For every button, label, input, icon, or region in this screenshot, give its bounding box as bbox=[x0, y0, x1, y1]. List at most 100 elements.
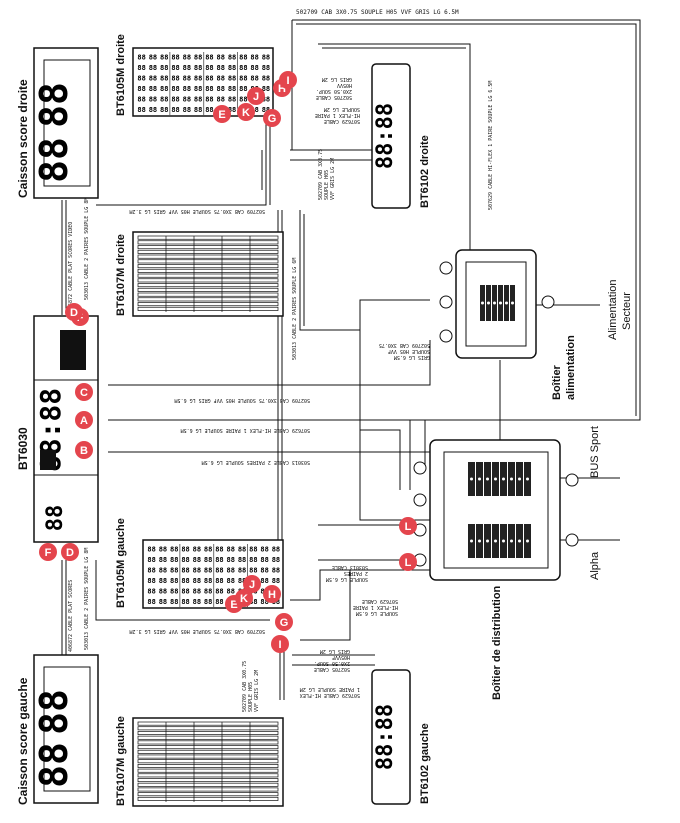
panel-cell: 88 bbox=[171, 64, 179, 72]
bt6102-gauche-label: BT6102 gauche bbox=[419, 723, 431, 804]
distribution-terminal-block bbox=[468, 462, 531, 558]
panel-slat bbox=[137, 235, 279, 240]
cable-droite-3x075: 502709 CAB 3X0.75 SOUPLE H05 VVF GRIS LG… bbox=[130, 208, 265, 214]
cable-hiflex-droite-3: SOUPLE LG 2M bbox=[324, 106, 360, 112]
bt6107m-gauche: BT6107M gauche bbox=[115, 716, 284, 807]
panel-cell: 88 bbox=[137, 106, 145, 114]
panel-cell: 88 bbox=[181, 556, 189, 564]
panel-slat bbox=[137, 297, 279, 302]
panel-cell: 88 bbox=[170, 567, 178, 575]
cable-mini-gauche-2: SOUPLE H05 bbox=[248, 682, 254, 712]
caisson-gauche-digits-2: 88 bbox=[32, 742, 76, 788]
bt6105m-gauche: 8888888888888888888888888888888888888888… bbox=[115, 518, 284, 609]
panel-slat bbox=[137, 302, 279, 307]
cable-soup-gauche-1: GRIS LG 2M bbox=[320, 648, 350, 654]
bt6030-board: 88:88 88 BT6030 bbox=[16, 315, 99, 543]
terminal-screw bbox=[487, 301, 490, 305]
panel-cell: 88 bbox=[249, 567, 257, 575]
panel-cell: 88 bbox=[205, 106, 213, 114]
panel-slat bbox=[137, 745, 279, 750]
bt6105m-droite: 8888888888888888888888888888888888888888… bbox=[115, 34, 274, 117]
cable-paires-gauche: 503013 CABLE 2 PAIRES SOUPLE LG 8M bbox=[84, 548, 90, 650]
bt6102-droite-digits: 88:88 bbox=[373, 103, 398, 169]
panel-slat bbox=[137, 292, 279, 297]
panel-cell: 88 bbox=[147, 577, 155, 585]
panel-cell: 88 bbox=[170, 546, 178, 554]
panel-cell: 88 bbox=[149, 85, 157, 93]
panel-slat bbox=[137, 268, 279, 273]
panel-slat bbox=[137, 264, 279, 269]
panel-cell: 88 bbox=[171, 106, 179, 114]
cable-bt6030-2: 507629 CABLE HI-FLEX 1 PAIRE SOUPLE LG 6… bbox=[181, 427, 310, 433]
panel-cell: 88 bbox=[228, 85, 236, 93]
terminal-screw bbox=[502, 477, 505, 481]
badge-letter: L bbox=[405, 521, 412, 533]
panel-cell: 88 bbox=[260, 577, 268, 585]
panel-cell: 88 bbox=[159, 546, 167, 554]
panel-cell: 88 bbox=[249, 598, 257, 606]
badge-e bbox=[213, 105, 231, 123]
panel-cell: 88 bbox=[215, 567, 223, 575]
panel-cell: 88 bbox=[160, 75, 168, 83]
terminal-screw bbox=[470, 477, 473, 481]
panel-cell: 88 bbox=[272, 567, 280, 575]
panel-slat bbox=[137, 731, 279, 735]
panel-cell: 88 bbox=[149, 64, 157, 72]
panel-cell: 88 bbox=[227, 546, 235, 554]
cable-flat-droite: 406872 CABLE PLAT SCORES VIDEO bbox=[68, 222, 74, 312]
panel-cell: 88 bbox=[215, 556, 223, 564]
panel-cell: 88 bbox=[228, 75, 236, 83]
panel-cell: 88 bbox=[204, 598, 212, 606]
panel-slat bbox=[137, 768, 279, 773]
panel-cell: 88 bbox=[204, 577, 212, 585]
badge-letter: D bbox=[70, 307, 78, 319]
panel-cell: 88 bbox=[160, 85, 168, 93]
panel-slat bbox=[137, 287, 279, 292]
bt6102-gauche-digits: 88:88 bbox=[373, 704, 398, 770]
badge-a bbox=[75, 411, 93, 429]
panel-cell: 88 bbox=[205, 85, 213, 93]
badge-f bbox=[39, 543, 57, 561]
boitier-alim-label-2: alimentation bbox=[565, 335, 577, 400]
panel-cell: 88 bbox=[204, 588, 212, 596]
badge-letter: D bbox=[66, 547, 74, 559]
cable-bt6030-3: 503013 CABLE 2 PAIRES SOUPLE LG 6.5M bbox=[202, 459, 310, 465]
panel-cell: 88 bbox=[217, 75, 225, 83]
terminal-screw bbox=[526, 477, 529, 481]
boitier-distribution-label: Boîtier de distribution bbox=[491, 585, 503, 700]
badge-letter: I bbox=[278, 639, 281, 651]
panel-slat bbox=[137, 787, 279, 792]
badge-g bbox=[275, 613, 293, 631]
terminal-screw bbox=[493, 301, 496, 305]
panel-cell: 88 bbox=[147, 556, 155, 564]
panel-cell: 88 bbox=[160, 54, 168, 62]
panel-cell: 88 bbox=[217, 96, 225, 104]
badge-letter: A bbox=[80, 415, 88, 427]
panel-slat bbox=[137, 273, 279, 278]
panel-cell: 88 bbox=[183, 85, 191, 93]
panel-cell: 88 bbox=[137, 96, 145, 104]
panel-cell: 88 bbox=[238, 577, 246, 585]
terminal-screw bbox=[526, 539, 529, 543]
panel-slat bbox=[137, 778, 279, 783]
panel-cell: 88 bbox=[262, 106, 270, 114]
cable-mid-vertical: 503013 CABLE 2 PAIRES SOUPLE LG 6M bbox=[292, 258, 298, 360]
panel-cell: 88 bbox=[205, 96, 213, 104]
terminal-screw bbox=[481, 301, 484, 305]
panel-cell: 88 bbox=[137, 85, 145, 93]
badge-letter: K bbox=[240, 593, 248, 605]
cable-soup-droite-1: 502705 CABLE bbox=[316, 94, 352, 100]
panel-slat bbox=[137, 278, 279, 283]
panel-cell: 88 bbox=[159, 588, 167, 596]
terminal-screw bbox=[494, 539, 497, 543]
cable-soup-gauche-4: 502705 CABLE bbox=[314, 666, 350, 672]
panel-cell: 88 bbox=[149, 54, 157, 62]
panel-cell: 88 bbox=[205, 75, 213, 83]
panel-cell: 88 bbox=[194, 64, 202, 72]
panel-slat bbox=[137, 782, 279, 787]
panel-slat bbox=[137, 759, 279, 764]
badge-j bbox=[247, 87, 265, 105]
panel-cell: 88 bbox=[227, 556, 235, 564]
terminal-screw bbox=[478, 539, 481, 543]
panel-cell: 88 bbox=[217, 85, 225, 93]
